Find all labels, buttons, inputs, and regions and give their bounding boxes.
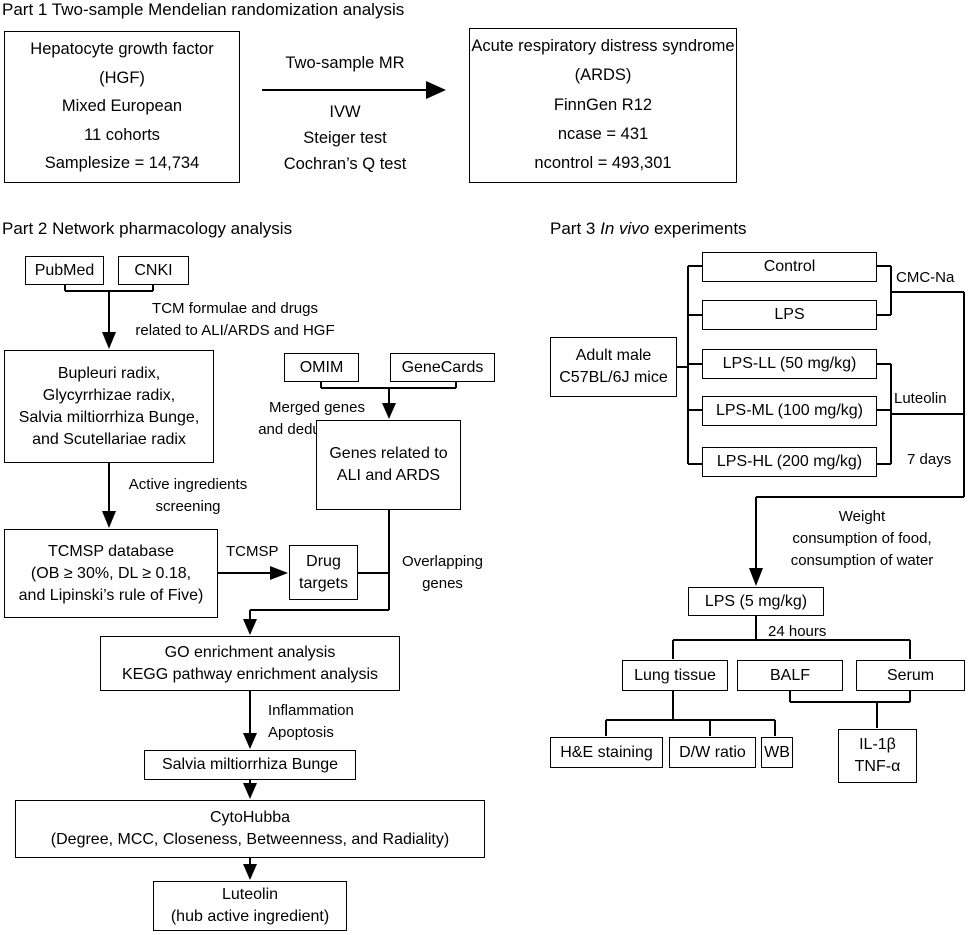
active-label-line: screening <box>155 498 221 515</box>
il-tnf-box: IL-1β TNF-α <box>838 729 917 783</box>
two-sample-mr-label: Two-sample MR <box>285 54 405 72</box>
ards-line: Acute respiratory distress syndrome <box>471 37 735 55</box>
weight-label-line: Weight <box>838 508 886 525</box>
mice-line: Adult male <box>575 347 652 364</box>
go-kegg-line: GO enrichment analysis <box>164 643 336 661</box>
seven-days-label: 7 days <box>907 451 952 468</box>
hgf-line: Samplesize = 14,734 <box>44 154 200 172</box>
mr-methods: IVW Steiger test Cochran’s Q test <box>262 99 428 177</box>
cytohubba-box: CytoHubba (Degree, MCC, Closeness, Betwe… <box>15 800 485 858</box>
group-control-box: Control <box>702 252 877 282</box>
cytohubba-line: (Degree, MCC, Closeness, Betweenness, an… <box>50 831 450 848</box>
genes-box: Genes related to ALI and ARDS <box>316 420 461 510</box>
balf-box: BALF <box>737 660 843 691</box>
hgf-box: Hepatocyte growth factor (HGF) Mixed Eur… <box>4 31 240 183</box>
hgf-line: 11 cohorts <box>84 125 160 144</box>
active-label-line: Active ingredients <box>128 476 248 493</box>
luteolin-hub-box: Luteolin (hub active ingredient) <box>153 881 347 931</box>
part2-title: Part 2 Network pharmacology analysis <box>2 219 293 238</box>
part3-title-italic: In vivo <box>600 219 650 238</box>
part3-title: Part 3 In vivo experiments <box>550 219 747 239</box>
hgf-line: Mixed European <box>61 97 183 115</box>
overlapping-label-line: Overlapping <box>402 553 483 570</box>
drug-targets-line: Drug <box>306 552 341 570</box>
part3-title-prefix: Part 3 <box>550 219 601 238</box>
hgf-line: Hepatocyte growth factor <box>30 40 214 58</box>
tcmsp-line: and Lipinski’s rule of Five) <box>18 586 204 604</box>
inflammation-label-line: Apoptosis <box>268 724 334 741</box>
tcmsp-line: (OB ≥ 30%, DL ≥ 0.18, <box>30 564 192 582</box>
go-kegg-line: KEGG pathway enrichment analysis <box>121 665 379 683</box>
weight-consumption-label: Weight consumption of food, consumption … <box>772 506 952 572</box>
go-kegg-box: GO enrichment analysis KEGG pathway enri… <box>100 636 400 691</box>
group-lps-box: LPS <box>702 300 877 330</box>
lps-5-box: LPS (5 mg/kg) <box>688 587 824 616</box>
genes-line: Genes related to <box>329 445 448 462</box>
dw-ratio-box: D/W ratio <box>669 737 756 768</box>
il-tnf-line: TNF-α <box>854 758 901 775</box>
part1-title: Part 1 Two-sample Mendelian randomizatio… <box>2 0 405 19</box>
he-staining-box: H&E staining <box>550 737 663 768</box>
drug-targets-box: Drug targets <box>289 545 358 600</box>
herb-item: and Scutellariae radix <box>32 430 186 448</box>
il-tnf-line: IL-1β <box>859 736 896 753</box>
overlapping-label-line: genes <box>422 575 463 592</box>
tcm-label: TCM formulae and drugs related to ALI/AR… <box>120 298 350 342</box>
drug-targets-line: targets <box>299 574 348 592</box>
serum-box: Serum <box>856 660 965 691</box>
lung-tissue-box: Lung tissue <box>622 660 728 691</box>
genecards-box: GeneCards <box>390 353 495 382</box>
cmc-na-label: CMC-Na <box>896 269 955 286</box>
active-ingredients-label: Active ingredients screening <box>118 474 258 518</box>
cnki-box: CNKI <box>118 256 189 285</box>
part3-title-suffix: experiments <box>649 219 747 238</box>
inflammation-label: Inflammation Apoptosis <box>268 700 354 744</box>
mice-box: Adult male C57BL/6J mice <box>550 337 677 397</box>
tcm-label-line: related to ALI/ARDS and HGF <box>135 322 335 339</box>
wb-box: WB <box>761 737 793 768</box>
tcmsp-line: TCMSP database <box>48 542 174 560</box>
tcm-label-line: TCM formulae and drugs <box>152 300 318 317</box>
luteolin-hub-line: (hub active ingredient) <box>170 908 330 925</box>
hgf-line: (HGF) <box>99 68 145 87</box>
genes-line: ALI and ARDS <box>336 467 441 484</box>
twenty-four-hours-label: 24 hours <box>768 623 827 640</box>
ards-line: FinnGen R12 <box>553 95 653 114</box>
luteolin-label: Luteolin <box>894 390 947 407</box>
merged-label-line: Merged genes <box>269 399 365 416</box>
method-item: IVW <box>329 103 361 121</box>
herb-item: Glycyrrhizae radix, <box>42 386 176 404</box>
pubmed-box: PubMed <box>25 256 104 285</box>
ards-line: ncase = 431 <box>557 124 649 143</box>
herb-item: Bupleuri radix, <box>57 364 161 382</box>
tcmsp-box: TCMSP database (OB ≥ 30%, DL ≥ 0.18, and… <box>4 529 218 618</box>
tcmsp-label: TCMSP <box>226 543 279 560</box>
weight-label-line: consumption of food, <box>792 530 932 547</box>
group-lps-ll-box: LPS-LL (50 mg/kg) <box>702 349 877 379</box>
method-item: Cochran’s Q test <box>283 155 407 173</box>
ards-line: ncontrol = 493,301 <box>534 154 672 172</box>
overlapping-genes-label: Overlapping genes <box>395 551 490 595</box>
luteolin-hub-line: Luteolin <box>221 886 279 903</box>
inflammation-label-line: Inflammation <box>268 702 354 719</box>
weight-label-line: consumption of water <box>790 552 934 569</box>
method-item: Steiger test <box>303 129 387 147</box>
herb-item: Salvia miltiorrhiza Bunge, <box>18 408 200 426</box>
mice-line: C57BL/6J mice <box>559 369 668 386</box>
omim-box: OMIM <box>284 353 359 382</box>
group-lps-hl-box: LPS-HL (200 mg/kg) <box>702 447 877 477</box>
cytohubba-line: CytoHubba <box>209 809 291 826</box>
salvia-box: Salvia miltiorrhiza Bunge <box>144 750 356 780</box>
ards-line: (ARDS) <box>574 66 632 85</box>
ards-box: Acute respiratory distress syndrome (ARD… <box>469 28 737 183</box>
herbs-box: Bupleuri radix, Glycyrrhizae radix, Salv… <box>4 350 214 463</box>
group-lps-ml-box: LPS-ML (100 mg/kg) <box>702 396 877 426</box>
